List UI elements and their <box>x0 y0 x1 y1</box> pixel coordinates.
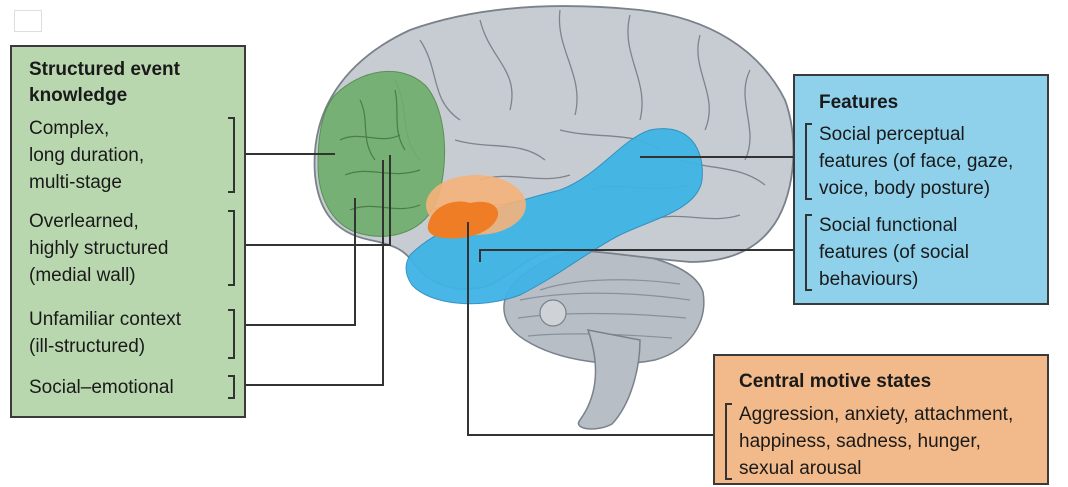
corner-tag <box>14 10 42 32</box>
features-panel: Features Social perceptual features (of … <box>793 74 1049 305</box>
panel-title-line1: Structured event <box>29 57 180 83</box>
feature-functional-line2: features (of social <box>819 239 969 266</box>
item-complex-line1: Complex, <box>29 115 109 142</box>
feature-functional-line3: behaviours) <box>819 266 918 293</box>
item-overlearned-line3: (medial wall) <box>29 262 136 289</box>
item-unfamiliar-line2: (ill-structured) <box>29 333 145 360</box>
panel-title-line2: knowledge <box>29 83 127 109</box>
feature-perceptual-line3: voice, body posture) <box>819 175 990 202</box>
features-title: Features <box>819 90 898 116</box>
green-prefrontal-region <box>318 71 445 236</box>
feature-perceptual-line2: features (of face, gaze, <box>819 148 1013 175</box>
central-motive-states-panel: Central motive states Aggression, anxiet… <box>713 354 1049 485</box>
item-complex-line2: long duration, <box>29 142 144 169</box>
bracket-unfamiliar <box>228 309 235 359</box>
item-complex-line3: multi-stage <box>29 169 122 196</box>
motive-line2: happiness, sadness, hunger, <box>739 428 981 455</box>
motive-line1: Aggression, anxiety, attachment, <box>739 401 1013 428</box>
motive-title: Central motive states <box>739 369 931 395</box>
item-social-emotional: Social–emotional <box>29 374 174 401</box>
bracket-complex <box>228 117 235 193</box>
structured-event-knowledge-panel: Structured event knowledge Complex, long… <box>10 45 246 418</box>
bracket-perceptual <box>805 123 812 200</box>
motive-line3: sexual arousal <box>739 455 862 482</box>
item-unfamiliar-line1: Unfamiliar context <box>29 306 181 333</box>
item-overlearned-line1: Overlearned, <box>29 208 139 235</box>
feature-perceptual-line1: Social perceptual <box>819 121 965 148</box>
item-overlearned-line2: highly structured <box>29 235 168 262</box>
bracket-motive <box>725 403 732 480</box>
bracket-functional <box>805 214 812 291</box>
feature-functional-line1: Social functional <box>819 212 957 239</box>
bracket-overlearned <box>228 210 235 286</box>
bracket-social-emotional <box>228 375 235 399</box>
